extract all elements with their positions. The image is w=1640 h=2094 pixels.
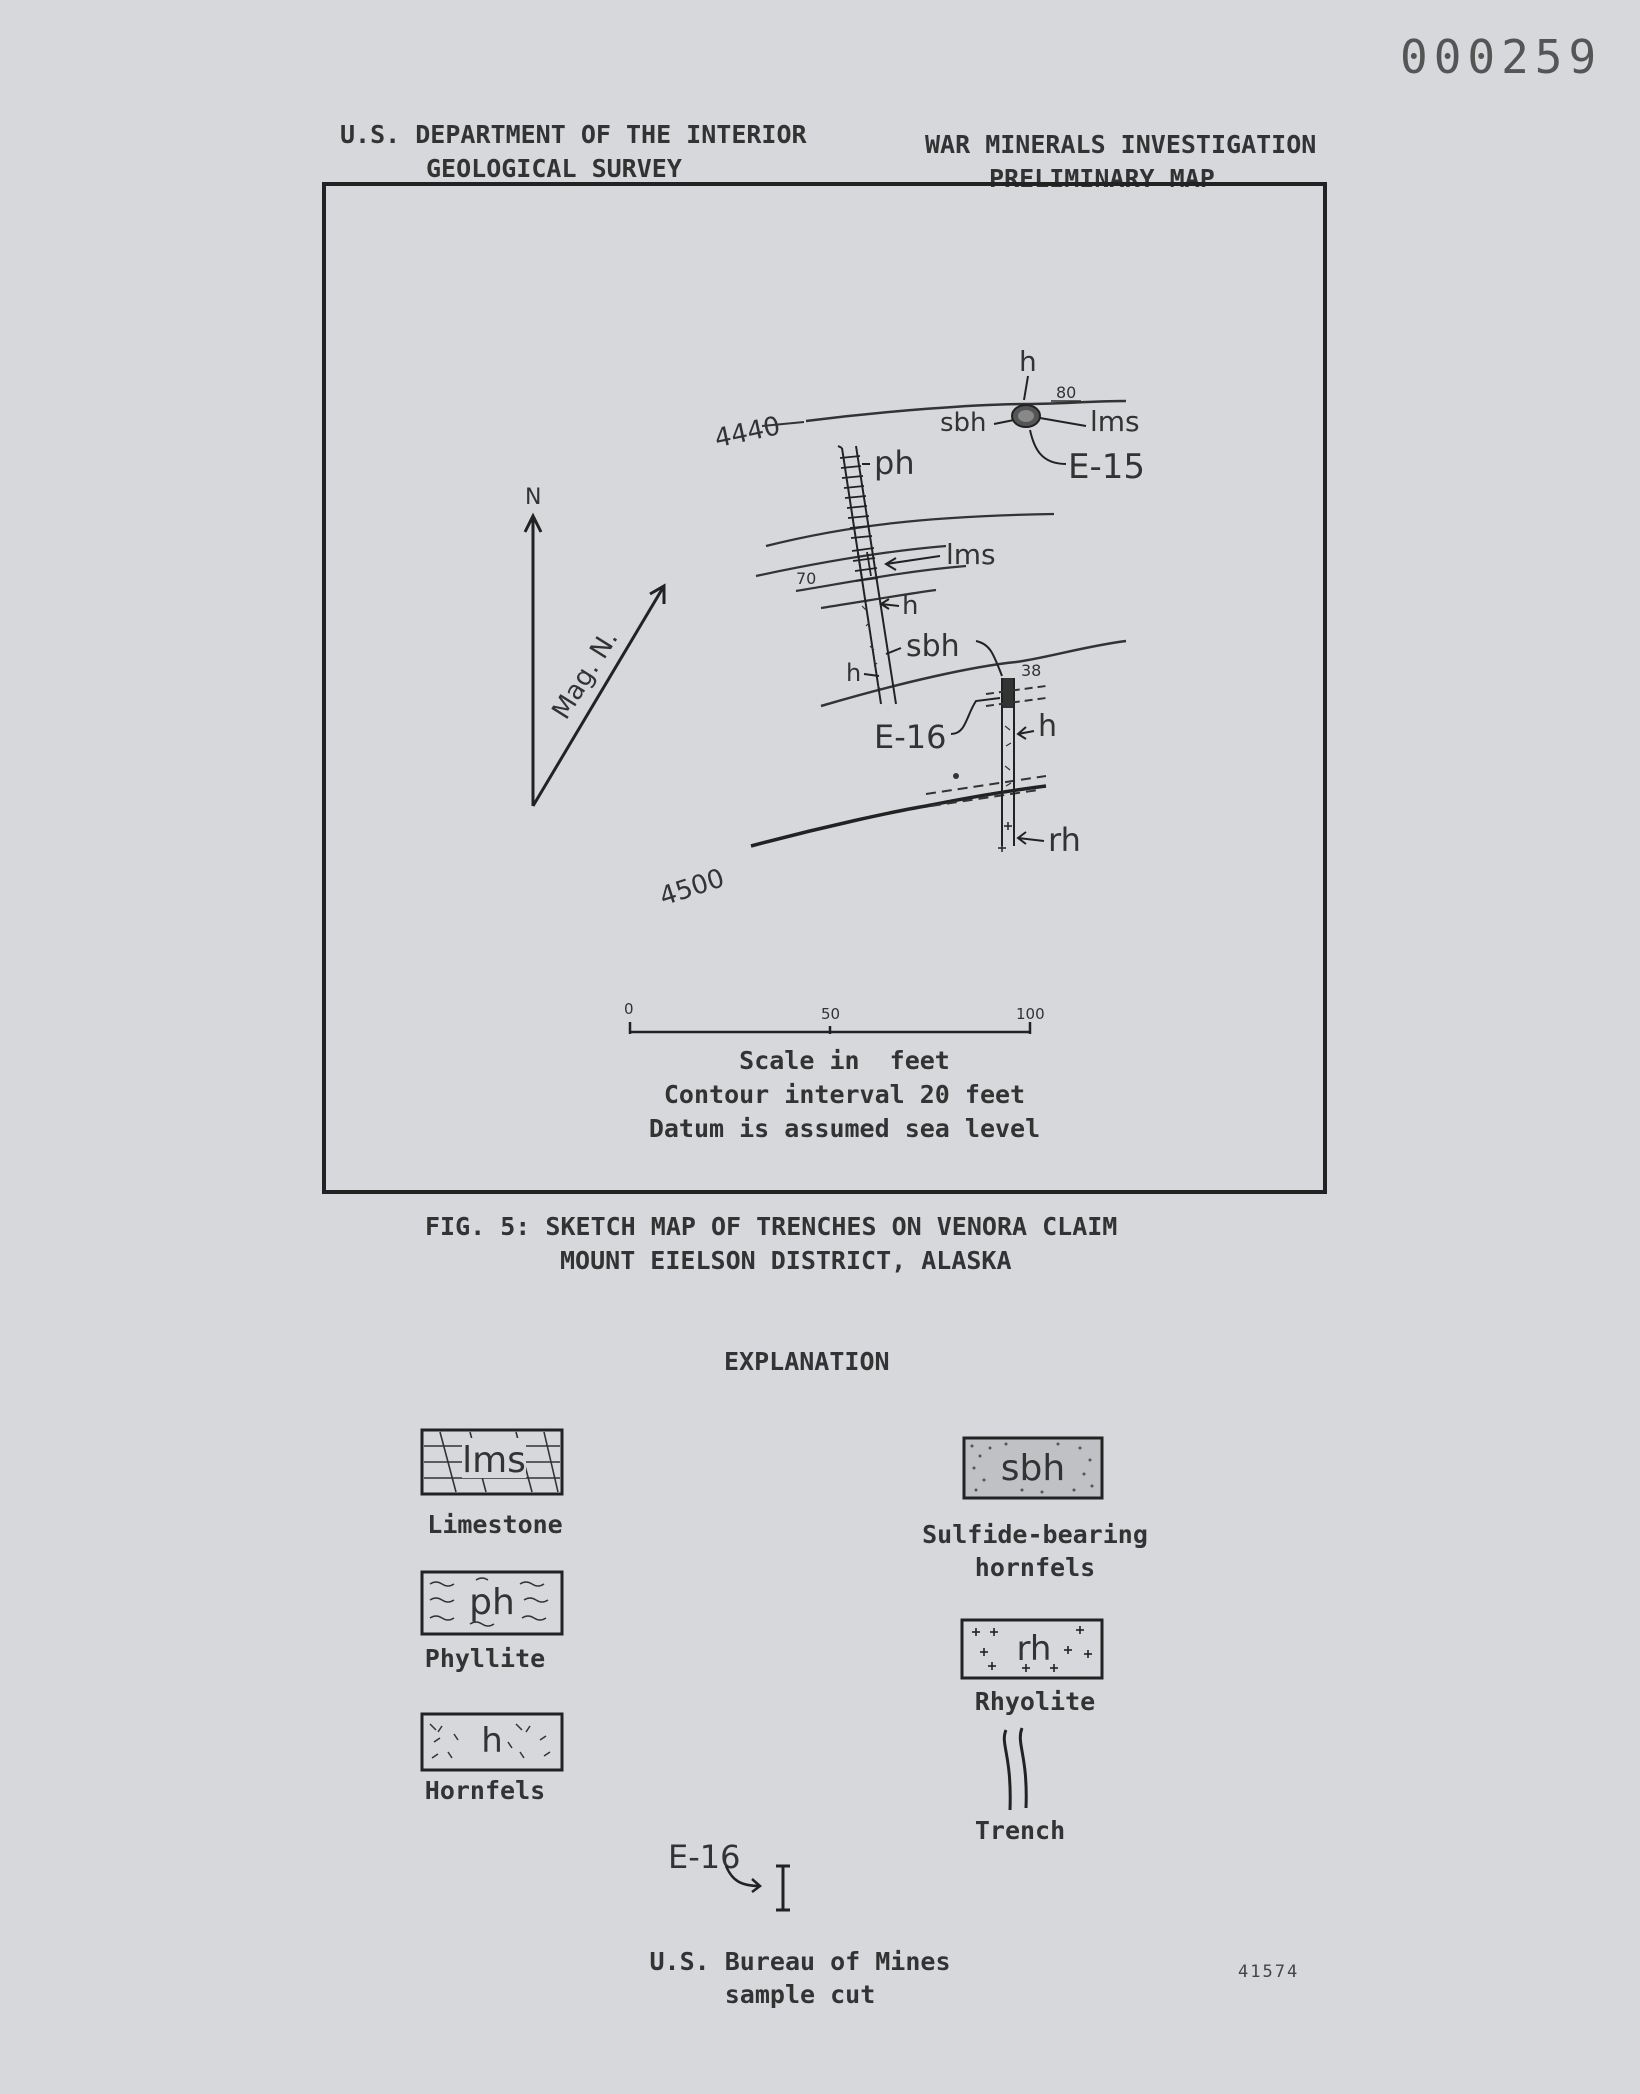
north-label: N — [525, 485, 541, 510]
label-h-left: h — [846, 659, 861, 687]
label-lms-top: lms — [1090, 405, 1140, 438]
legend-phyllite-label: Phyllite — [424, 1644, 546, 1673]
scale-unit: Scale in feet — [739, 1046, 950, 1075]
north-arrow — [523, 512, 543, 806]
header-program: WAR MINERALS INVESTIGATION — [925, 130, 1317, 159]
legend-rhyolite-symbol: rh — [960, 1618, 1104, 1680]
legend-limestone-symbol: lms — [420, 1428, 564, 1496]
legend-sulfide-hornfels-symbol: sbh — [962, 1436, 1104, 1500]
label-ph: ph — [874, 444, 915, 482]
label-rh: rh — [1048, 821, 1081, 859]
lower-trench-rhyolite-crosses — [998, 822, 1012, 852]
legend-ph-text: ph — [469, 1582, 515, 1623]
legend-sample-cut-label: U.S. Bureau of Mines sample cut — [610, 1945, 990, 2011]
contour-4500-dashed — [925, 775, 1047, 807]
caption-line1: FIG. 5: SKETCH MAP OF TRENCHES ON VENORA… — [425, 1212, 1118, 1241]
caption-line2: MOUNT EIELSON DISTRICT, ALASKA — [560, 1246, 1012, 1275]
label-h-top: h — [1019, 345, 1037, 378]
upper-trench-phyllite-hatch — [839, 455, 873, 539]
e15-sample-site — [1011, 404, 1041, 428]
legend-sbh-text: sbh — [1001, 1448, 1065, 1489]
legend-rh-text: rh — [1017, 1629, 1052, 1669]
legend-trench-symbol — [1002, 1727, 1028, 1811]
legend-rhyolite-label: Rhyolite — [974, 1687, 1096, 1716]
scale-notes: Scale in feet Contour interval 20 feet D… — [326, 1044, 1323, 1146]
label-e16: E-16 — [874, 718, 946, 756]
upper-trench-hornfels-dots — [861, 605, 882, 691]
scale-tick-50: 50 — [821, 1005, 840, 1023]
document-number: 000259 — [1400, 30, 1603, 84]
legend-e16-text: E-16 — [668, 1838, 740, 1876]
contour-label-4500: 4500 — [656, 863, 728, 912]
label-sbh-mid: sbh — [906, 629, 960, 664]
header-agency: U.S. DEPARTMENT OF THE INTERIOR — [340, 120, 807, 149]
header-bureau: GEOLOGICAL SURVEY — [426, 154, 682, 183]
contour-label-4440: 4440 — [712, 411, 783, 454]
footer-number: 41574 — [1238, 1962, 1300, 1982]
lower-trench-hornfels-dots — [1004, 725, 1012, 787]
header-map-status: PRELIMINARY MAP — [989, 164, 1215, 193]
contour-middle — [755, 512, 1055, 610]
upper-trench-limestone-pattern — [851, 547, 879, 582]
legend-hornfels-label: Hornfels — [424, 1776, 546, 1805]
legend-limestone-label: Limestone — [427, 1510, 563, 1539]
legend-sample-label-line1: U.S. Bureau of Mines — [649, 1947, 951, 1976]
legend-trench-label: Trench — [974, 1816, 1066, 1845]
contour-lower — [820, 639, 1127, 708]
legend-h-text: h — [481, 1721, 503, 1761]
lower-trench — [1001, 678, 1015, 846]
header-left: U.S. DEPARTMENT OF THE INTERIOR GEOLOGIC… — [340, 118, 807, 186]
legend-sample-label-line2: sample cut — [724, 1980, 876, 2009]
label-lms-mid: lms — [946, 538, 996, 571]
scale-bar — [628, 1022, 1032, 1034]
explanation-title: EXPLANATION — [724, 1347, 890, 1376]
sketch-map: N Mag. N. 4440 70 4500 — [523, 345, 1145, 1034]
legend-phyllite-symbol: ph — [420, 1570, 564, 1636]
dip-38: 38 — [1021, 661, 1041, 680]
scale-tick-0: 0 — [624, 1000, 634, 1018]
lower-trench-dashed-contacts — [985, 685, 1047, 707]
legend-sulfide-label-line1: Sulfide-bearing — [922, 1520, 1148, 1549]
magnetic-north-arrow — [531, 583, 666, 807]
dip-80: 80 — [1056, 383, 1076, 402]
figure-caption: FIG. 5: SKETCH MAP OF TRENCHES ON VENORA… — [0, 1210, 1640, 1278]
dip-70: 70 — [796, 569, 816, 588]
datum-note: Datum is assumed sea level — [648, 1114, 1041, 1143]
legend-sulfide-hornfels-label: Sulfide-bearing hornfels — [920, 1518, 1150, 1584]
label-h-mid: h — [902, 591, 918, 621]
legend-lms-text: lms — [462, 1440, 526, 1481]
contour-4440 — [805, 399, 1127, 423]
label-e15: E-15 — [1068, 447, 1145, 487]
legend-hornfels-symbol: h — [420, 1712, 564, 1772]
lower-trench-sulfide-segment — [1003, 678, 1013, 708]
map-frame: N Mag. N. 4440 70 4500 — [322, 182, 1327, 1194]
label-h-lower: h — [1038, 709, 1057, 744]
contour-4500 — [750, 784, 1047, 848]
legend-sample-cut-symbol: E-16 — [668, 1838, 790, 1912]
legend-sulfide-label-line2: hornfels — [974, 1553, 1096, 1582]
header-right: WAR MINERALS INVESTIGATION PRELIMINARY M… — [925, 128, 1316, 196]
contour-interval: Contour interval 20 feet — [663, 1080, 1026, 1109]
label-sbh-top: sbh — [940, 408, 987, 438]
scale-tick-100: 100 — [1016, 1005, 1045, 1023]
